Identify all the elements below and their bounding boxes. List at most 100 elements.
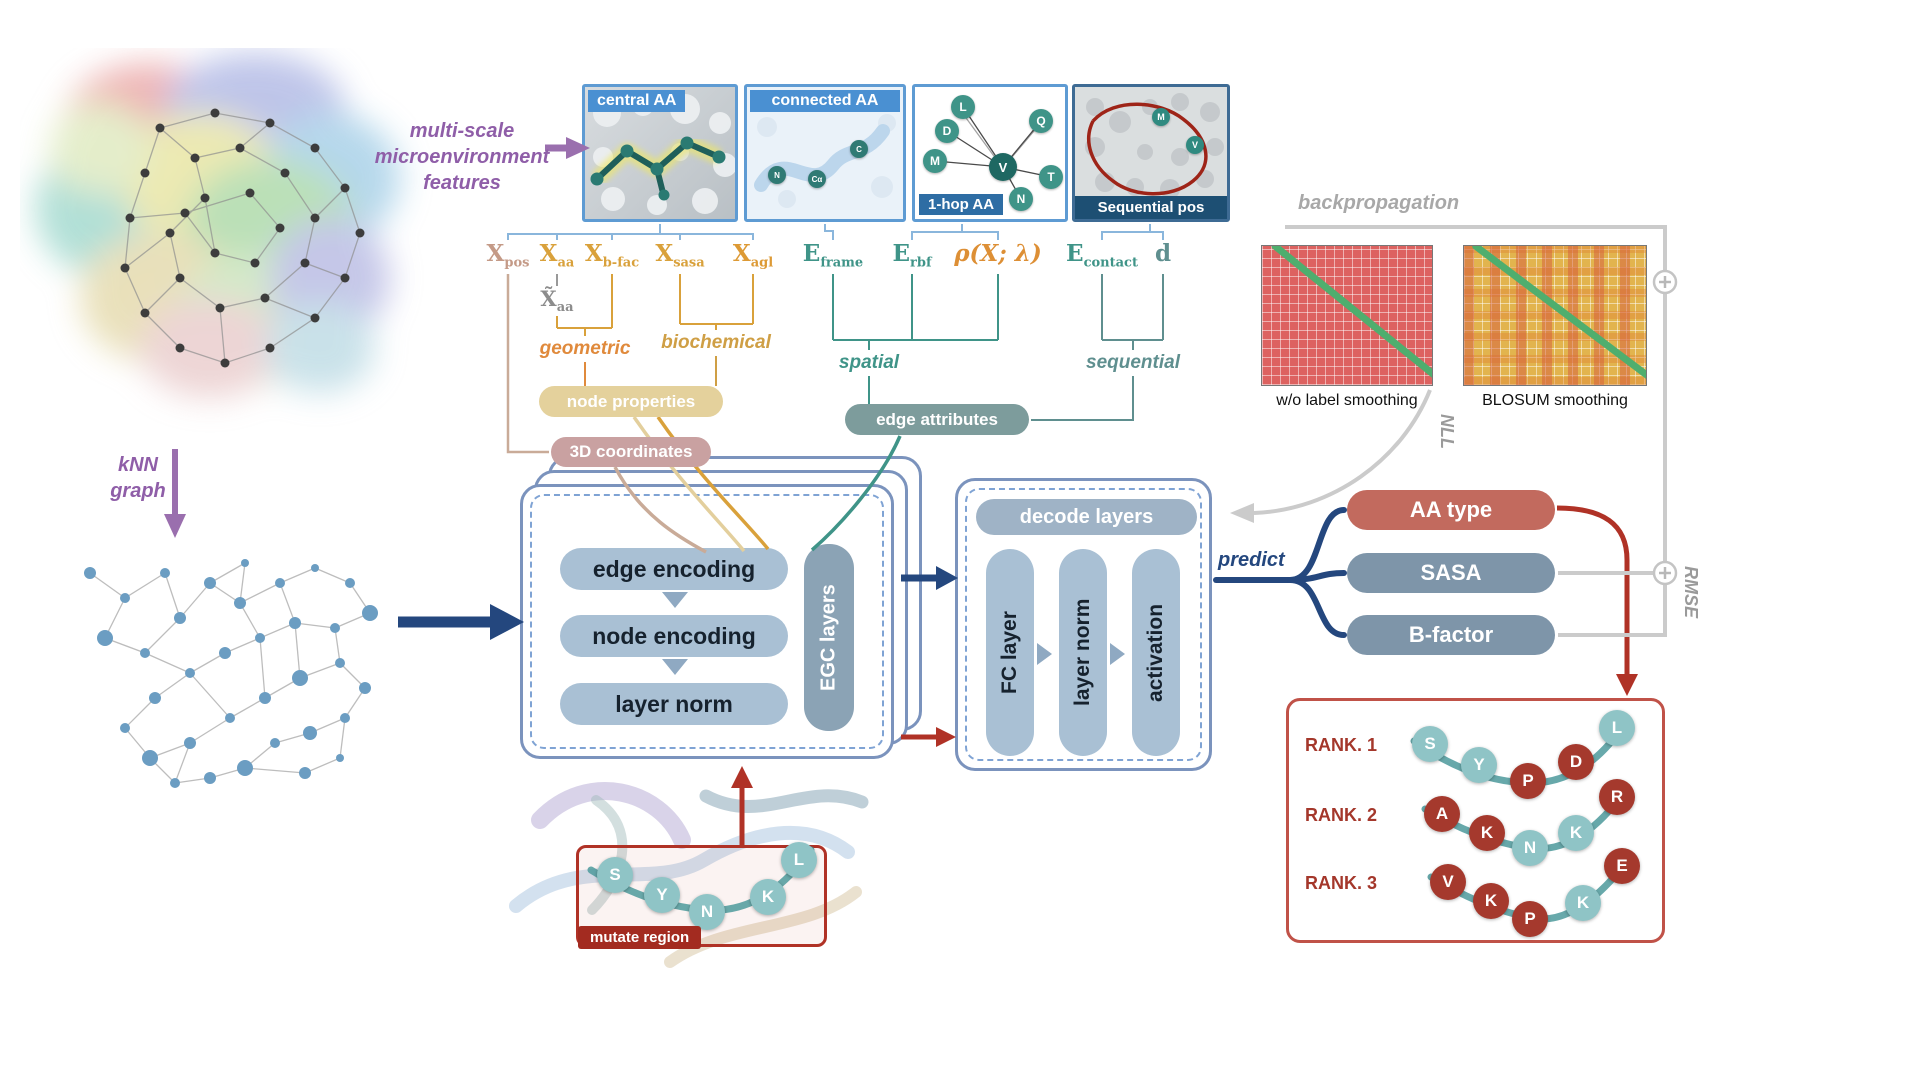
atom-label: N bbox=[774, 170, 780, 180]
node-properties-pill: node properties bbox=[539, 386, 723, 417]
atom-label: C bbox=[856, 144, 862, 154]
aa-letter: D bbox=[942, 124, 952, 138]
multiscale-features-label: multi-scale microenvironment features bbox=[372, 118, 552, 196]
knn-line2: graph bbox=[110, 480, 166, 502]
backpropagation-label: backpropagation bbox=[1298, 192, 1460, 214]
feature-symbol-xaa: Xaa bbox=[539, 240, 575, 271]
activation-block: activation bbox=[1132, 549, 1180, 756]
edge-attributes-pill: edge attributes bbox=[845, 404, 1029, 435]
layer-norm-block: layer norm bbox=[560, 683, 788, 725]
rank1-aa: S bbox=[1412, 726, 1448, 762]
feature-symbol-xtilde-aa: X̃aa bbox=[540, 286, 574, 316]
rank1-aa: P bbox=[1510, 763, 1546, 799]
aa-letter: N bbox=[1016, 192, 1026, 206]
multiscale-line2: microenvironment bbox=[374, 146, 550, 168]
egc-encoder-card: edge encoding node encoding layer norm E… bbox=[520, 484, 894, 759]
node-encoding-block: node encoding bbox=[560, 615, 788, 657]
rank2-aa: K bbox=[1558, 815, 1594, 851]
mutate-aa: N bbox=[689, 894, 725, 930]
1hop-neighbor: Q bbox=[1029, 109, 1053, 133]
rmse-label: RMSE bbox=[1681, 566, 1701, 619]
rank3-aa: K bbox=[1565, 885, 1601, 921]
aa-letter: L bbox=[959, 100, 967, 114]
aa-letter: V bbox=[1191, 140, 1198, 150]
matrix-caption-left: w/o label smoothing bbox=[1276, 392, 1418, 409]
mutate-aa: L bbox=[781, 842, 817, 878]
1hop-neighbor: L bbox=[951, 95, 975, 119]
mutate-aa: K bbox=[750, 879, 786, 915]
encoder-connector-icon bbox=[662, 592, 688, 608]
group-label-spatial: spatial bbox=[838, 352, 900, 373]
aa-letter: T bbox=[1047, 170, 1055, 184]
group-label-biochemical: biochemical bbox=[661, 332, 771, 353]
group-label-geometric: geometric bbox=[539, 338, 631, 359]
decode-layers-block: decode layers bbox=[976, 499, 1197, 535]
mutate-aa: S bbox=[597, 857, 633, 893]
egc-layers-label: EGC layers bbox=[804, 544, 854, 731]
matrix-wo-label-smoothing bbox=[1261, 245, 1433, 386]
mutate-aa: Y bbox=[644, 877, 680, 913]
feature-symbol-erbf: Erbf bbox=[892, 240, 932, 271]
3d-coordinates-pill: 3D coordinates bbox=[551, 437, 711, 467]
sequence-node: M bbox=[1152, 108, 1170, 126]
feature-symbol-rho: ρ(X; λ) bbox=[954, 240, 1042, 267]
backbone-atom: C bbox=[850, 140, 868, 158]
group-label-sequential: sequential bbox=[1086, 352, 1180, 373]
decoder-inner-border bbox=[965, 488, 1202, 761]
rank-3-label: RANK. 3 bbox=[1305, 873, 1378, 893]
edge-encoding-block: edge encoding bbox=[560, 548, 788, 590]
decoder-connector-icon bbox=[1110, 643, 1125, 665]
matrix-diagonal bbox=[1270, 246, 1432, 385]
multiscale-line1: multi-scale bbox=[409, 120, 515, 142]
aa-letter: Q bbox=[1036, 114, 1046, 128]
knn-graph-illustration bbox=[84, 559, 378, 788]
decoder-connector-icon bbox=[1037, 643, 1052, 665]
feature-symbol-xsasa: Xsasa bbox=[655, 240, 705, 271]
1hop-center-node: V bbox=[989, 153, 1017, 181]
output-sasa: SASA bbox=[1347, 553, 1555, 593]
rank1-aa: D bbox=[1558, 744, 1594, 780]
rank2-aa: N bbox=[1512, 830, 1548, 866]
protein-surface-illustration bbox=[35, 53, 400, 398]
feature-symbol-eframe: Eframe bbox=[802, 240, 864, 271]
feature-symbol-econtact: Econtact bbox=[1066, 240, 1138, 271]
mutate-region-label: mutate region bbox=[578, 926, 702, 949]
rank2-aa: R bbox=[1599, 779, 1635, 815]
1hop-neighbor: T bbox=[1039, 165, 1063, 189]
predict-label: predict bbox=[1218, 549, 1285, 571]
fc-layer-block: FC layer bbox=[986, 549, 1034, 756]
panel-sequential-pos: M V Sequential pos bbox=[1072, 84, 1230, 222]
knn-line1: kNN bbox=[117, 454, 158, 476]
rank3-aa: P bbox=[1512, 901, 1548, 937]
1hop-neighbor: D bbox=[935, 119, 959, 143]
rank-results-box: RANK. 1 RANK. 2 RANK. 3 S Y P D L A K N … bbox=[1286, 698, 1665, 943]
encoder-connector-icon bbox=[662, 659, 688, 675]
1hop-neighbor: N bbox=[1009, 187, 1033, 211]
matrix-diagonal bbox=[1471, 246, 1646, 385]
rank2-aa: A bbox=[1424, 796, 1460, 832]
aa-letter: M bbox=[1157, 112, 1165, 122]
matrix-blosum-smoothing bbox=[1463, 245, 1647, 386]
rank1-aa: L bbox=[1599, 710, 1635, 746]
decoder-layer-norm-block: layer norm bbox=[1059, 549, 1107, 756]
sequence-node: V bbox=[1186, 136, 1204, 154]
panel-1hop-aa: L D M Q N T V 1-hop AA bbox=[912, 84, 1068, 222]
panel-central-aa: central AA bbox=[582, 84, 738, 222]
rank1-aa: Y bbox=[1461, 747, 1497, 783]
output-aa-type: AA type bbox=[1347, 490, 1555, 530]
rank3-aa: E bbox=[1604, 848, 1640, 884]
decoder-card: decode layers FC layer layer norm activa… bbox=[955, 478, 1212, 771]
backbone-atom: Cα bbox=[808, 170, 826, 188]
rank-1-label: RANK. 1 bbox=[1305, 735, 1378, 755]
backbone-atom: N bbox=[768, 166, 786, 184]
multiscale-line3: features bbox=[423, 172, 501, 194]
panel-title-central-aa: central AA bbox=[588, 90, 686, 112]
panel-connected-aa: N Cα C connected AA bbox=[744, 84, 906, 222]
feature-symbol-d: d bbox=[1154, 240, 1172, 267]
panel-title-connected-aa: connected AA bbox=[750, 90, 900, 112]
nll-label: NLL bbox=[1437, 414, 1457, 449]
feature-symbol-xbfac: Xb-fac bbox=[584, 240, 640, 271]
sequential-pos-path bbox=[1085, 93, 1224, 199]
rank-2-label: RANK. 2 bbox=[1305, 805, 1378, 825]
